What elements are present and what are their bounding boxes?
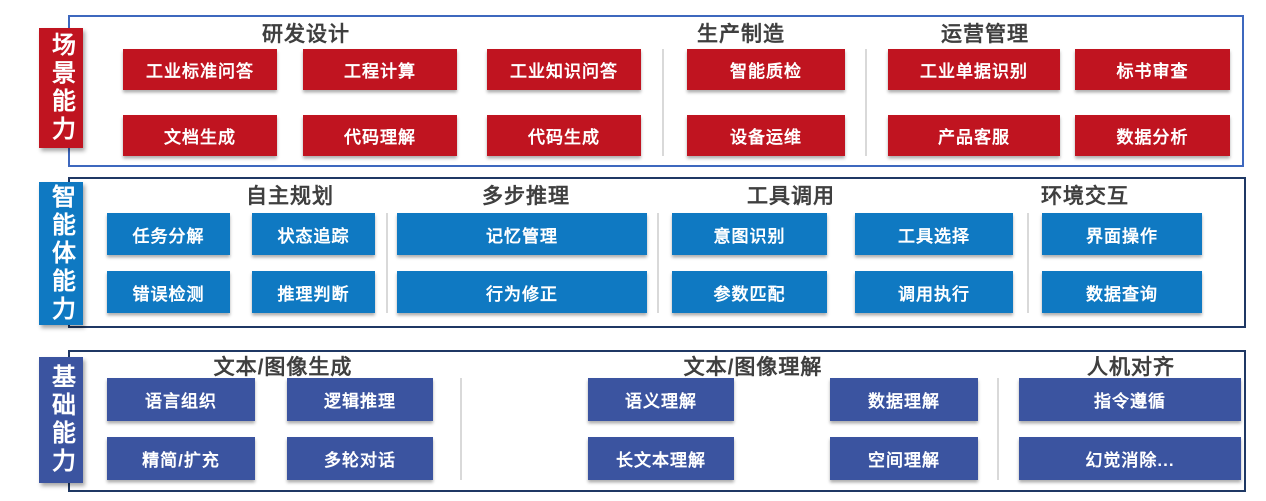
capability-chip: 调用执行 [855,271,1013,313]
capability-chip: 代码理解 [303,115,457,156]
capability-chip: 工业知识问答 [487,49,641,90]
capability-chip: 状态追踪 [252,213,375,255]
capability-chip: 精简/扩充 [107,437,255,480]
capability-chip: 工程计算 [303,49,457,90]
capability-chip: 文档生成 [123,115,277,156]
capability-chip: 指令遵循 [1019,378,1241,421]
group-header: 自主规划 [246,185,334,208]
group-header: 生产制造 [697,23,785,46]
capability-chip: 界面操作 [1042,213,1202,255]
capability-chip: 意图识别 [672,213,827,255]
capability-chip: 错误检测 [107,271,230,313]
group-header: 研发设计 [262,23,350,46]
capability-chip: 智能质检 [687,49,845,90]
capability-chip: 行为修正 [397,271,647,313]
group-header: 文本/图像理解 [683,356,823,379]
capability-chip: 工业单据识别 [888,49,1060,90]
group-divider [460,378,462,480]
capability-chip: 工具选择 [855,213,1013,255]
capability-chip: 代码生成 [487,115,641,156]
capability-chip: 任务分解 [107,213,230,255]
group-divider [662,49,664,156]
capability-chip: 标书审查 [1075,49,1230,90]
group-divider [1027,213,1029,313]
group-header: 工具调用 [747,185,835,208]
capability-chip: 数据分析 [1075,115,1230,156]
group-divider [386,213,388,313]
capability-chip: 语义理解 [588,378,734,421]
capability-chip: 多轮对话 [287,437,433,480]
capability-chip: 推理判断 [252,271,375,313]
capability-chip: 数据查询 [1042,271,1202,313]
group-header: 环境交互 [1041,185,1129,208]
capability-chip: 幻觉消除... [1019,437,1241,480]
agent-capabilities-label: 智能体能力 [39,182,83,325]
foundation-capabilities-label: 基础能力 [39,357,83,483]
capability-chip: 空间理解 [830,437,978,480]
group-header: 多步推理 [482,185,570,208]
capability-chip: 记忆管理 [397,213,647,255]
group-header: 文本/图像生成 [213,356,353,379]
capability-chip: 设备运维 [687,115,845,156]
capability-chip: 数据理解 [830,378,978,421]
capability-chip: 产品客服 [888,115,1060,156]
capability-chip: 语言组织 [107,378,255,421]
scenario-capabilities-label: 场景能力 [39,28,83,148]
capability-chip: 工业标准问答 [123,49,277,90]
group-header: 人机对齐 [1087,356,1175,379]
group-header: 运营管理 [941,23,1029,46]
capability-chip: 长文本理解 [588,437,734,480]
capability-chip: 参数匹配 [672,271,827,313]
group-divider [865,49,867,156]
group-divider [997,378,999,480]
group-divider [657,213,659,313]
capability-chip: 逻辑推理 [287,378,433,421]
